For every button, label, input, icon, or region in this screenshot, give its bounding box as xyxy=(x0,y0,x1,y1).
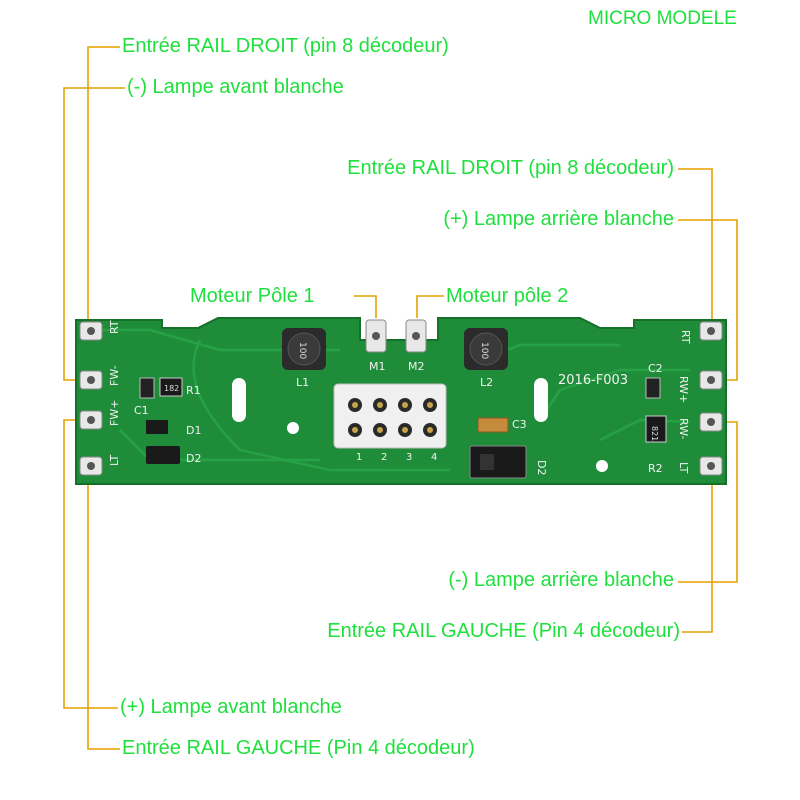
label-motor-pole-1: Moteur Pôle 1 xyxy=(190,285,315,307)
label-rail-droit-left: Entrée RAIL DROIT (pin 8 décodeur) xyxy=(122,35,449,57)
silk-r2: R2 xyxy=(648,462,663,475)
leader-motor-pole-2 xyxy=(416,295,444,318)
silk-right-pad-1: RT xyxy=(679,330,692,344)
label-lamp-rear-neg: (-) Lampe arrière blanche xyxy=(448,569,674,591)
silk-l2: L2 xyxy=(480,376,493,389)
silk-right-pad-4: LT xyxy=(677,462,690,474)
leader-lamp-rear-pos xyxy=(678,219,738,381)
r1-value: 182 xyxy=(164,384,179,393)
silk-header-pin-2: 2 xyxy=(381,452,387,463)
inductor-l1 xyxy=(282,328,326,370)
label-motor-pole-2: Moteur pôle 2 xyxy=(446,285,569,307)
silk-board-code: 2016-F003 xyxy=(558,373,628,388)
label-rail-droit-right: Entrée RAIL DROIT (pin 8 décodeur) xyxy=(347,157,674,179)
silk-c2: C2 xyxy=(648,362,663,375)
right-pads xyxy=(699,321,723,476)
r2-value: 821 xyxy=(650,426,659,441)
leader-rail-gauche-left xyxy=(87,468,120,750)
silk-header-pin-3: 3 xyxy=(406,452,412,463)
label-lamp-rear-pos: (+) Lampe arrière blanche xyxy=(443,208,674,230)
silk-header-pin-4: 4 xyxy=(431,452,437,463)
silk-d2-left: D2 xyxy=(186,452,201,465)
inductor-l2-value: 100 xyxy=(479,342,489,359)
silk-left-pad-2: FW- xyxy=(108,365,121,386)
leader-rail-gauche-right xyxy=(682,468,713,633)
label-lamp-front-pos: (+) Lampe avant blanche xyxy=(120,696,342,718)
pin-header xyxy=(333,383,447,449)
motor-pads xyxy=(365,319,427,353)
label-rail-gauche-left: Entrée RAIL GAUCHE (Pin 4 décodeur) xyxy=(122,737,475,759)
leader-lamp-front-pos xyxy=(63,419,118,709)
label-lamp-front-neg: (-) Lampe avant blanche xyxy=(127,76,344,98)
leader-rail-droit-left xyxy=(87,46,120,330)
leader-rail-droit-right xyxy=(678,168,713,330)
left-pads xyxy=(79,321,103,476)
brand-title: MICRO MODELE xyxy=(588,8,737,29)
leader-lamp-rear-neg xyxy=(678,421,738,583)
silk-right-pad-2: RW+ xyxy=(677,376,690,403)
silk-l1: L1 xyxy=(296,376,309,389)
silk-right-pad-3: RW- xyxy=(677,418,690,440)
silk-d1: D1 xyxy=(186,424,201,437)
silk-header-pin-1: 1 xyxy=(356,452,362,463)
silk-left-pad-3: FW+ xyxy=(108,400,121,426)
smd-parts xyxy=(139,377,667,479)
silk-c3: C3 xyxy=(512,418,527,431)
silk-r1: R1 xyxy=(186,384,201,397)
leader-lamp-front-neg xyxy=(63,87,125,381)
leader-motor-pole-1 xyxy=(354,295,377,318)
silk-m1: M1 xyxy=(369,360,386,373)
silk-c1: C1 xyxy=(134,404,149,417)
inductor-l1-value: 100 xyxy=(297,342,307,359)
inductor-l2 xyxy=(464,328,508,370)
silk-d2-right: D2 xyxy=(535,460,548,475)
label-rail-gauche-right: Entrée RAIL GAUCHE (Pin 4 décodeur) xyxy=(327,620,680,642)
silk-m2: M2 xyxy=(408,360,425,373)
silk-left-pad-4: LT xyxy=(108,454,121,466)
silk-left-pad-1: RT xyxy=(108,320,121,334)
leader-lines xyxy=(63,46,738,750)
